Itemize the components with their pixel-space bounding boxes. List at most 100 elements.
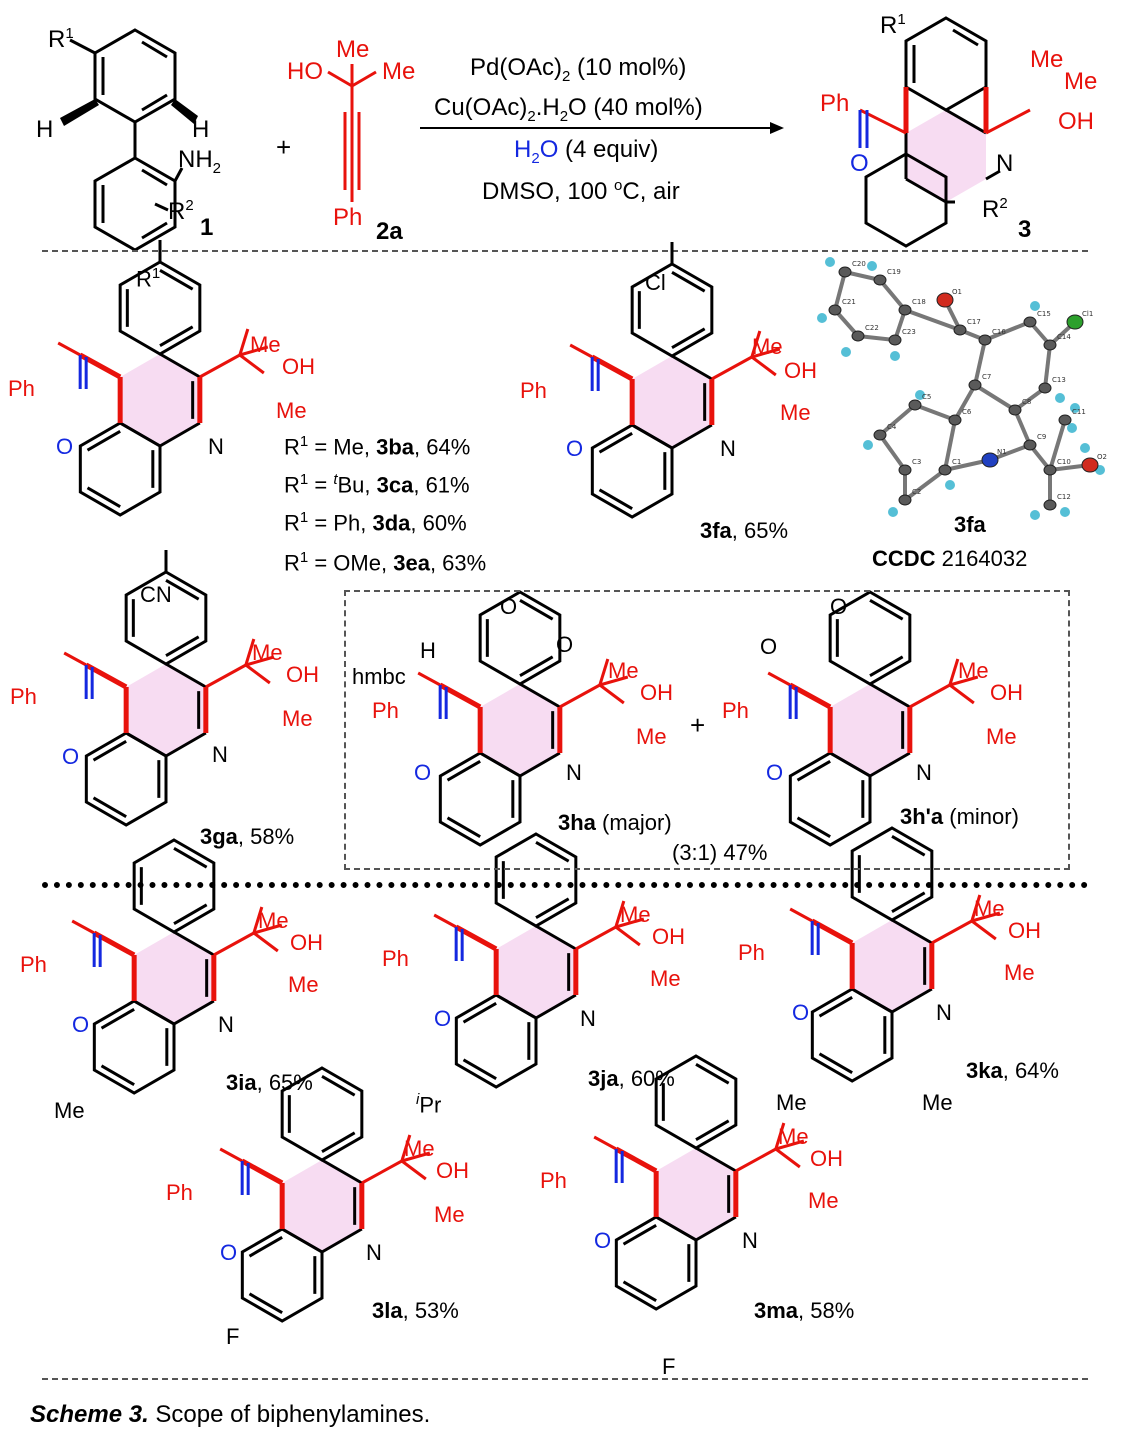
crystal-bond [904, 308, 961, 332]
3b-me1: Me [250, 332, 281, 357]
3la-f: F [226, 1324, 240, 1349]
crystal-atom-c19 [873, 274, 887, 286]
3la-oh: OH [436, 1158, 469, 1183]
3la-me1: Me [404, 1136, 435, 1161]
3ea-row: R1 = OMe, 3ea, 63% [284, 549, 487, 576]
crystal-atom-label: O2 [1097, 453, 1107, 461]
crystal-bond [878, 403, 917, 437]
3ia-n: N [218, 1012, 234, 1037]
3ja-o: O [434, 1006, 452, 1031]
3ha-h: H [420, 638, 436, 663]
reagent-h-right: H [192, 116, 210, 143]
crystal-hydrogen-atom [817, 313, 827, 323]
separator-dotted [42, 882, 1088, 888]
crystal-hydrogen-atom [890, 351, 900, 361]
crystal-atom-c14 [1043, 339, 1057, 351]
crystal-hydrogen-atom [841, 347, 851, 357]
scheme-caption: Scheme 3. Scope of biphenylamines. [30, 1401, 430, 1429]
isomer-ratio-yield: (3:1) 47% [672, 840, 768, 865]
3la-label: 3la, 53% [372, 1298, 459, 1323]
3ja-oh: OH [652, 924, 685, 949]
3ha-ph: Ph [372, 698, 399, 723]
crystal-hydrogen-atom [1030, 510, 1040, 520]
crystal-hydrogen-atom [1067, 423, 1077, 433]
crystal-atom-label: C19 [887, 268, 901, 276]
3la-skeleton [219, 1066, 431, 1323]
reagent-r2-label: R2 [168, 197, 194, 225]
3ja-n: N [580, 1006, 596, 1031]
crystal-atom-label: C15 [1037, 310, 1051, 318]
crystal-bond [903, 468, 947, 502]
crystal-atom-o2 [1081, 457, 1099, 473]
reagent-h-left: H [36, 116, 54, 143]
crystal-atom-c11 [1058, 414, 1072, 426]
crystal-atom-label: C13 [1052, 376, 1066, 384]
3h-a-label: 3h'a (minor) [900, 804, 1019, 829]
separator-top [42, 250, 1088, 252]
3ha-o1: O [500, 594, 518, 619]
crystal-bond [1013, 409, 1032, 446]
crystal-atom-c20 [838, 266, 852, 278]
crystal-atom-label: C4 [887, 423, 897, 431]
3b-n: N [208, 434, 224, 459]
3fa-me2: Me [780, 400, 811, 425]
crystal-atom-label: N1 [997, 448, 1007, 456]
3ia-me-sub: Me [54, 1098, 85, 1123]
3ia-o: O [72, 1012, 90, 1037]
3ia-oh: OH [290, 930, 323, 955]
crystal-atom-c18 [898, 304, 912, 316]
crystal-atom-c6 [948, 414, 962, 426]
3ba-row: R1 = Me, 3ba, 64% [284, 433, 471, 460]
compound-label-3: 3 [1018, 216, 1032, 243]
reagent-r1-label: R1 [48, 25, 74, 53]
crystal-hydrogen-atom [1030, 301, 1040, 311]
crystal-atom-c15 [1023, 316, 1037, 328]
crystal-atom-c10 [1043, 464, 1057, 476]
3ga-me1: Me [252, 640, 283, 665]
crystal-atom-label: C9 [1037, 433, 1046, 441]
product-me-1: Me [1030, 46, 1064, 73]
alkyne-me-right: Me [382, 58, 416, 85]
crystal-bond [914, 403, 956, 422]
condition-catalyst: Pd(OAc)2 (10 mol%) [470, 54, 687, 85]
3ja-label: 3ja, 60% [588, 1066, 675, 1091]
alkyne-me-top: Me [336, 36, 370, 63]
crystal-atom-c9 [1023, 439, 1037, 451]
crystal-atom-c22 [851, 330, 865, 342]
crystal-atom-c12 [1043, 499, 1057, 511]
3ma-me2: Me [808, 1188, 839, 1213]
3ga-o: O [62, 744, 80, 769]
3ka-me2: Me [1004, 960, 1035, 985]
3ha-n: N [566, 760, 582, 785]
crystal-hydrogen-atom [915, 390, 925, 400]
3ga-n: N [212, 742, 228, 767]
crystal-atom-c3 [898, 464, 912, 476]
3h-a-me2: Me [986, 724, 1017, 749]
product-o-label: O [850, 150, 869, 177]
crystal-atom-label: Cl1 [1082, 310, 1093, 318]
crystal-atom-label: C17 [967, 318, 981, 326]
crystal-hydrogen-atom [1070, 403, 1080, 413]
3ia-skeleton [71, 838, 283, 1095]
product-me-2: Me [1064, 68, 1098, 95]
3h-a-o: O [766, 760, 784, 785]
3ga-cn: CN [140, 582, 172, 607]
crystal-atom-label: C10 [1057, 458, 1071, 466]
product-ph-label: Ph [820, 90, 850, 117]
3h-a-ph: Ph [722, 698, 749, 723]
crystal-bond [1043, 344, 1052, 389]
compound-label-1: 1 [200, 214, 214, 241]
3ma-oh: OH [810, 1146, 843, 1171]
crystal-atom-c8 [1008, 404, 1022, 416]
3b-r1-label: R1 [136, 265, 161, 292]
3ga-oh: OH [286, 662, 319, 687]
crystal-atom-label: C14 [1057, 333, 1071, 341]
3ma-label: 3ma, 58% [754, 1298, 855, 1323]
3ha-oh: OH [640, 680, 673, 705]
crystal-atom-label: C22 [865, 324, 879, 332]
3ja-ipr: iPr [416, 1091, 442, 1118]
crystal-bond [1013, 386, 1047, 412]
crystal-hydrogen-atom [1055, 393, 1065, 403]
crystal-hydrogen-atom [1080, 443, 1090, 453]
